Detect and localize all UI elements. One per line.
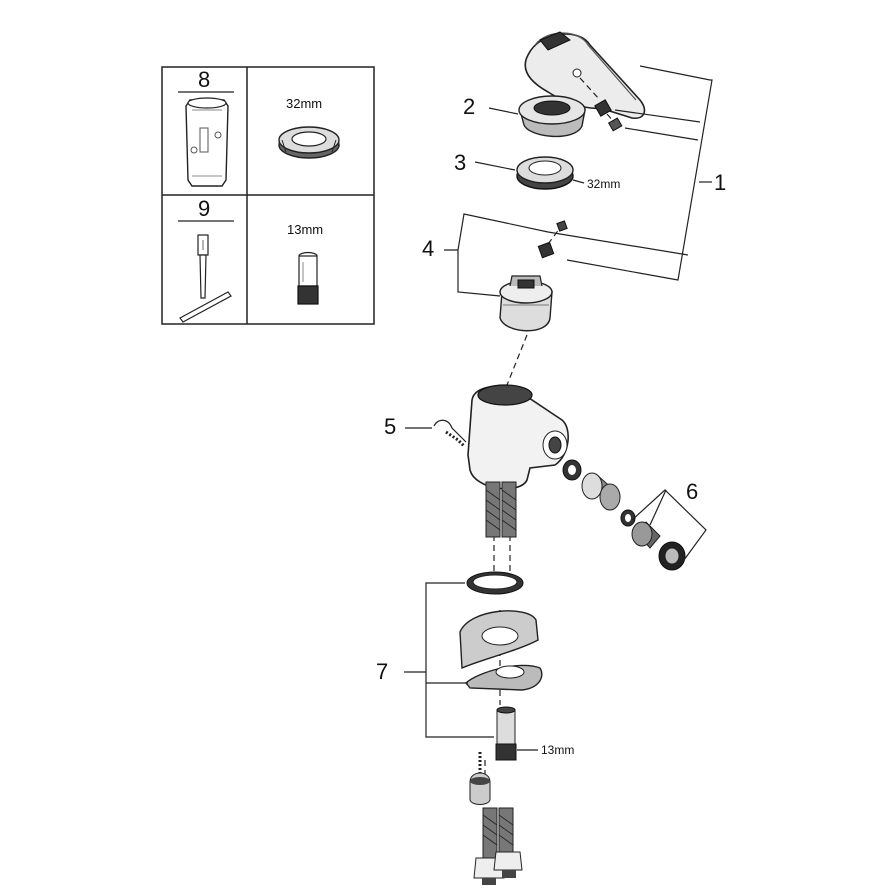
tool-table bbox=[161, 66, 375, 325]
body-icon bbox=[467, 384, 569, 490]
hose-upper-icon bbox=[485, 481, 517, 538]
nut-32mm-icon bbox=[278, 126, 340, 159]
nut-32mm-leader bbox=[572, 179, 585, 184]
cap-ring-icon bbox=[518, 95, 586, 138]
tube-wrench-icon bbox=[185, 97, 229, 187]
nut-icon bbox=[516, 156, 574, 190]
nut-size-label: 32mm bbox=[587, 177, 621, 191]
cartridge-screw-icon bbox=[537, 220, 568, 259]
callout-1-leaders bbox=[547, 65, 713, 281]
callout-6-leader bbox=[631, 489, 707, 561]
axis-line-upper bbox=[506, 334, 528, 386]
callout-6-leader-b bbox=[649, 489, 667, 526]
socket-13mm-icon bbox=[297, 251, 319, 305]
pop-up-rod-icon bbox=[433, 419, 467, 448]
callout-2-leader bbox=[488, 107, 519, 115]
threaded-stud-icon bbox=[495, 706, 517, 761]
tool-8-size: 32mm bbox=[286, 96, 323, 111]
aerator-icon bbox=[562, 459, 686, 571]
callout-1: 1 bbox=[714, 170, 727, 195]
callout-4-leader-a bbox=[444, 249, 501, 297]
callout-2: 2 bbox=[463, 94, 476, 119]
handle-lever-icon bbox=[524, 31, 646, 120]
callout-4: 4 bbox=[422, 236, 435, 261]
callout-3-leader bbox=[474, 161, 516, 171]
mounting-kit-icon bbox=[459, 571, 543, 691]
rod-weight-icon bbox=[469, 752, 491, 805]
tool-9-size: 13mm bbox=[287, 222, 324, 237]
cartridge-icon bbox=[499, 275, 553, 332]
set-screw-icon bbox=[594, 99, 623, 132]
callout-7-leader bbox=[425, 582, 494, 738]
callout-5: 5 bbox=[384, 414, 397, 439]
callout-4-leader-b bbox=[457, 213, 549, 251]
t-key-tool-icon bbox=[179, 234, 232, 323]
tool-8-number: 8 bbox=[198, 67, 211, 92]
tool-9-number: 9 bbox=[198, 196, 211, 221]
stud-size-label: 13mm bbox=[541, 743, 575, 757]
callout-3: 3 bbox=[454, 150, 467, 175]
hose-lower-icon bbox=[473, 807, 523, 885]
callout-6: 6 bbox=[686, 479, 699, 504]
callout-7: 7 bbox=[376, 659, 389, 684]
